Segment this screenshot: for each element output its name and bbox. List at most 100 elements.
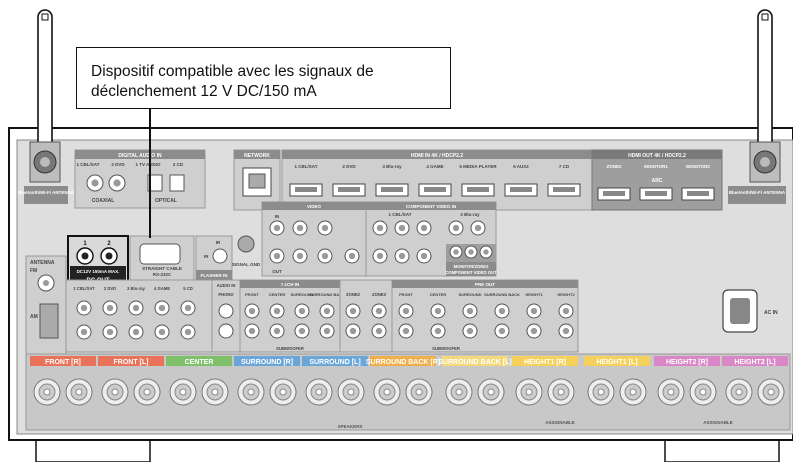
pre-out-jack-r-3-pin <box>467 328 473 334</box>
pre-out-label-4: SURROUND BACK <box>484 292 520 297</box>
hdmi-in-label-5: 5 MEDIA PLAYER <box>459 164 497 169</box>
bt-label-left: Bluetooth/Wi-Fi ANTENNA <box>18 190 75 195</box>
hdmi-in-port-slot <box>467 187 489 192</box>
audio-input-label-5: 5 CD <box>183 286 193 291</box>
speaker-label-3: CENTER <box>185 359 214 366</box>
rs232-port <box>140 244 180 264</box>
hdmi-in-port-slot <box>424 187 446 192</box>
right-foot <box>665 440 779 462</box>
ir-in-jack <box>213 249 227 263</box>
audio-input-label-3: 3 Blu-ray <box>127 286 146 291</box>
left-foot <box>36 440 150 462</box>
network-label: NETWORK <box>244 153 270 159</box>
speaker-label-6: SURROUND BACK [R] <box>366 359 440 366</box>
zone-jack-r-1-pin <box>350 328 356 334</box>
optical-jack-2 <box>170 175 184 191</box>
speaker-terminal-hole <box>348 389 354 395</box>
coaxial-label: COAXIAL <box>92 198 115 204</box>
ch71-jack-r-3-pin <box>299 328 305 334</box>
assignable-label-2: ASSIGNABLE <box>703 420 733 425</box>
speaker-label-11: HEIGHT2 [L] <box>734 359 775 366</box>
callout-line-2: déclenchement 12 V DC/150 mA <box>91 83 317 100</box>
speaker-label-7: SURROUND BACK [L] <box>438 359 512 366</box>
zone-jack-l-1-pin <box>350 308 356 314</box>
ac-in-label: AC IN <box>764 310 778 316</box>
hdmi-out-port-slot <box>687 191 709 196</box>
coaxial-jack-2-pin <box>113 179 120 186</box>
digital-input-label: 1 TV AUDIO <box>135 162 161 167</box>
ir-label: IR <box>204 254 209 259</box>
pre-out-jack-r-2-pin <box>435 328 441 334</box>
zone3-label: ZONE3 <box>372 292 387 297</box>
component-in-jack-4-pin <box>453 225 459 231</box>
callout-box: Dispositif compatible avec les signaux d… <box>76 47 451 109</box>
speaker-terminal-hole <box>456 389 462 395</box>
dc-out-sublabel: DC12V 150mA MAX. <box>77 269 120 274</box>
hdmi-in-label-7: 7 CD <box>559 164 570 169</box>
pre-out-label-5: HEIGHT1 <box>525 292 543 297</box>
component-in-jack-b-2-pin <box>399 253 405 259</box>
hdmi-out-label-3: MONITOR2 <box>686 164 710 169</box>
video-in-jack-2-pin <box>297 225 303 231</box>
hdmi-out-label: HDMI OUT 4K / HDCP2.2 <box>628 153 686 159</box>
speaker-terminal-hole <box>144 389 150 395</box>
audio-in-jack-l-2-pin <box>107 305 113 311</box>
pre-out-jack-r-4-pin <box>499 328 505 334</box>
component-out-jack-2-pin <box>468 249 473 254</box>
speaker-terminal-hole <box>526 389 532 395</box>
arc-label: ARC <box>652 178 663 184</box>
speaker-terminal-hole <box>44 389 50 395</box>
speaker-label-9: HEIGHT1 [L] <box>596 359 637 366</box>
monitor-zone2-label: MONITOR/ZONE2 <box>454 264 489 269</box>
ch71-sub-label: SUBWOOFER <box>276 346 304 351</box>
flasher-in-label: FLASHER IN <box>201 273 228 278</box>
speaker-terminal-hole <box>76 389 82 395</box>
hdmi-in-label-2: 2 DVD <box>342 164 356 169</box>
audio-in-jack-r-4-pin <box>159 329 165 335</box>
speaker-terminal-hole <box>248 389 254 395</box>
ch71-jack-l-3-pin <box>299 308 305 314</box>
bt-label-right: Bluetooth/Wi-Fi ANTENNA <box>729 190 786 195</box>
zone2-label: ZONE2 <box>346 292 361 297</box>
component-out-jack-3-pin <box>483 249 488 254</box>
component-in-jack-1-pin <box>377 225 383 231</box>
video-zone2-jack-pin <box>349 253 355 259</box>
digital-input-label: 2 DVD <box>111 162 125 167</box>
component-in-jack-b-1-pin <box>377 253 383 259</box>
component-in-jack-b-3-pin <box>421 253 427 259</box>
pre-out-jack-l-4-pin <box>499 308 505 314</box>
speaker-label-5: SURROUND [L] <box>309 359 360 366</box>
hdmi-in-port-slot <box>338 187 360 192</box>
hdmi-in-port-slot <box>510 187 532 192</box>
speaker-terminal-hole <box>700 389 706 395</box>
pre-out-block <box>392 280 578 352</box>
speaker-terminal-hole <box>384 389 390 395</box>
pre-out-label: PRE OUT <box>475 282 495 287</box>
speaker-label-1: FRONT [R] <box>45 359 81 366</box>
pre-out-jack-l-6-pin <box>563 308 569 314</box>
coaxial-jack-1-pin <box>91 179 98 186</box>
speaker-terminal-hole <box>212 389 218 395</box>
digital-input-label: 1 CBL/SAT <box>77 162 100 167</box>
component-1-label: 1 CBL/SAT <box>389 212 412 217</box>
antenna-right <box>750 10 780 182</box>
video-in-jack-1-pin <box>274 225 280 231</box>
hdmi-in-port-slot <box>553 187 575 192</box>
video-monitor-jack-pin <box>322 253 328 259</box>
hdmi-out-label-2: MONITOR1 <box>644 164 668 169</box>
speaker-terminal-hole <box>558 389 564 395</box>
ch71-label-1: FRONT <box>245 292 259 297</box>
audio-in-jack-r-5-pin <box>185 329 191 335</box>
ch71-jack-r-1-pin <box>249 328 255 334</box>
speaker-terminal-hole <box>736 389 742 395</box>
zone-jack-l-2-pin <box>376 308 382 314</box>
ch71-jack-r-2-pin <box>274 328 280 334</box>
audio-in-jack-r-3-pin <box>133 329 139 335</box>
video-label: VIDEO <box>307 204 322 209</box>
speakers-label: SPEAKERS <box>338 424 363 429</box>
hdmi-in-label-6: 6 AUX2 <box>513 164 529 169</box>
hdmi-in-label-3: 3 Blu-ray <box>382 164 402 169</box>
pre-out-jack-l-1-pin <box>403 308 409 314</box>
speaker-label-2: FRONT [L] <box>114 359 149 366</box>
